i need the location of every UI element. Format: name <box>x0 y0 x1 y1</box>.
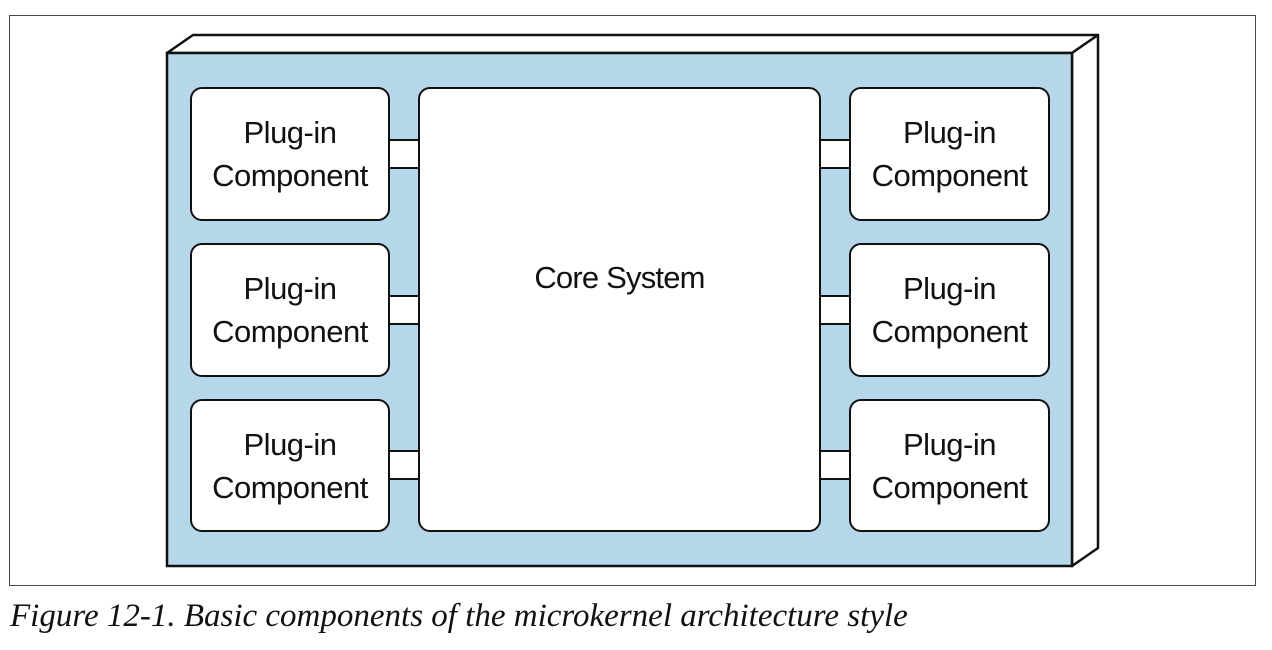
plugin-component-right-2: Plug-in Component <box>849 243 1050 377</box>
plugin-label: Plug-in Component <box>871 426 1028 505</box>
plugin-component-left-3: Plug-in Component <box>190 399 390 532</box>
core-system: Core System <box>418 87 821 532</box>
container-side-face <box>1070 33 1100 568</box>
plugin-label: Plug-in Component <box>212 115 368 193</box>
plugin-component-left-1: Plug-in Component <box>190 87 390 221</box>
core-system-label: Core System <box>534 259 705 295</box>
plugin-label: Plug-in Component <box>871 115 1028 193</box>
connector-right-3 <box>820 450 850 480</box>
connector-right-1 <box>820 139 850 169</box>
plugin-label: Plug-in Component <box>212 271 368 349</box>
plugin-label: Plug-in Component <box>871 271 1028 349</box>
figure-caption: Figure 12-1. Basic components of the mic… <box>10 598 908 634</box>
plugin-component-right-1: Plug-in Component <box>849 87 1050 221</box>
connector-left-3 <box>389 450 419 480</box>
plugin-label: Plug-in Component <box>212 426 368 505</box>
plugin-component-left-2: Plug-in Component <box>190 243 390 377</box>
connector-left-2 <box>389 295 419 325</box>
connector-left-1 <box>389 139 419 169</box>
container-top-face <box>165 33 1100 55</box>
connector-right-2 <box>820 295 850 325</box>
plugin-component-right-3: Plug-in Component <box>849 399 1050 532</box>
